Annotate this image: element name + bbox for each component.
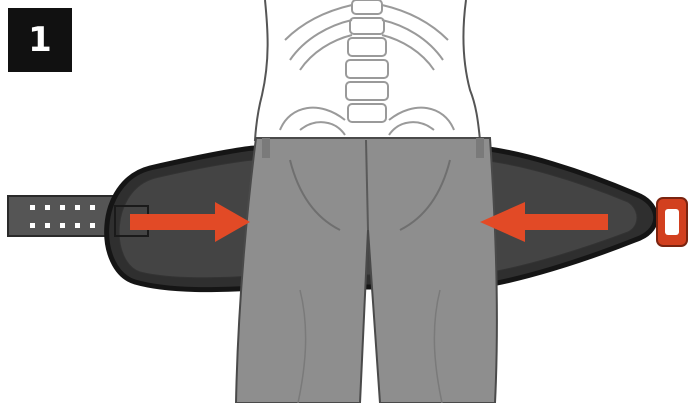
step-number-badge: 1 bbox=[8, 8, 72, 72]
belt-buckle bbox=[657, 198, 687, 246]
pants bbox=[236, 138, 497, 403]
step-number: 1 bbox=[28, 20, 52, 60]
